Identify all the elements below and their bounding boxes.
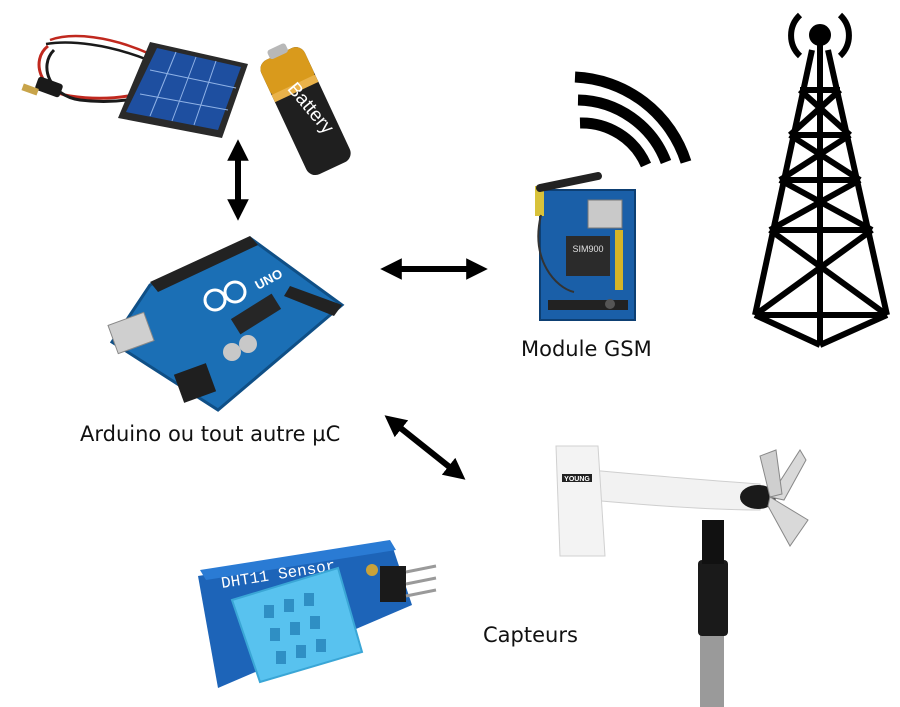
gsm-chip-label: SIM900	[572, 244, 603, 254]
radio-tower-icon	[752, 12, 890, 348]
anemometer-brand-label: YOUNG	[564, 476, 590, 483]
gsm-module-label: Module GSM	[521, 337, 652, 361]
sensors-label: Capteurs	[483, 623, 578, 647]
signal-waves-icon	[574, 71, 692, 168]
anemometer-icon: YOUNG	[555, 445, 809, 707]
arduino-board-icon: UNO	[107, 236, 345, 412]
microcontroller-label: Arduino ou tout autre µC	[80, 422, 341, 446]
solar-panel-icon	[21, 34, 248, 138]
dht11-sensor-icon: DHT11 Sensor	[198, 540, 437, 688]
gsm-module-icon: SIM900	[535, 172, 636, 321]
battery-icon: Battery	[260, 43, 351, 176]
arrow-mcu-sensors	[384, 415, 466, 480]
